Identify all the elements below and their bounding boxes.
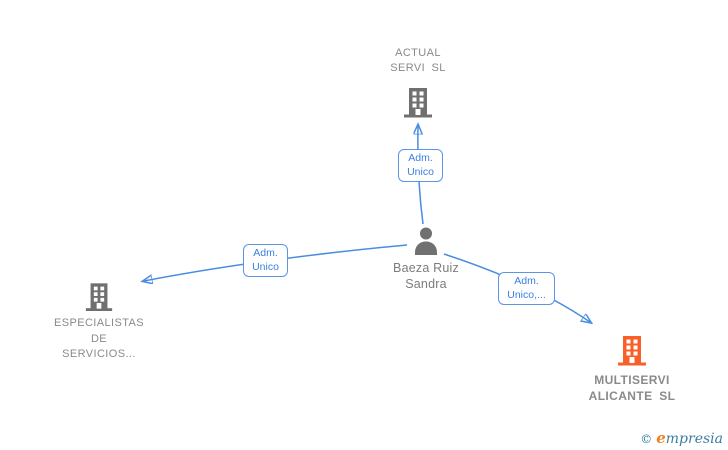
person-icon xyxy=(415,227,437,255)
label-line: Adm. xyxy=(514,275,539,287)
label-line: Adm. xyxy=(408,152,433,164)
label-line: SERVICIOS... xyxy=(62,348,136,360)
edge-label-adm-unico-multiservi[interactable]: Adm. Unico,... xyxy=(498,272,555,305)
label-line: DE xyxy=(90,332,108,345)
brand-initial: e xyxy=(656,429,666,447)
label-line: Unico xyxy=(407,165,434,178)
building-icon xyxy=(85,283,113,311)
node-especialistas-de-servicios[interactable]: ESPECIALISTAS DE SERVICIOS... xyxy=(29,280,169,363)
copyright-icon: © xyxy=(640,432,653,446)
brand-text: mpresia xyxy=(665,431,723,447)
label-line: Baeza Ruiz xyxy=(393,261,459,275)
label-line: Adm. xyxy=(253,247,278,259)
building-icon xyxy=(618,336,646,366)
company-name-multiservi: MULTISERVI ALICANTE SL xyxy=(589,372,676,404)
empresia-logo: © e mpresia xyxy=(640,429,723,447)
label-line: Sandra xyxy=(405,277,447,291)
label-line: ALICANTE SL xyxy=(588,389,676,403)
label-line: Unico,... xyxy=(507,288,546,301)
node-actual-servi[interactable]: ACTUAL SERVI SL xyxy=(348,46,488,118)
person-name: Baeza Ruiz Sandra xyxy=(393,260,459,292)
edge-label-adm-unico-actual-servi[interactable]: Adm. Unico xyxy=(398,149,443,182)
label-line: SERVI SL xyxy=(390,62,446,74)
node-person-baeza-ruiz-sandra[interactable]: Baeza Ruiz Sandra xyxy=(356,226,496,292)
label-line: ESPECIALISTAS xyxy=(54,317,144,329)
node-multiservi-alicante[interactable]: MULTISERVI ALICANTE SL xyxy=(562,333,702,404)
label-line: ACTUAL xyxy=(395,47,441,59)
edge-label-adm-unico-especialistas[interactable]: Adm. Unico xyxy=(243,244,288,277)
company-name-actual-servi: ACTUAL SERVI SL xyxy=(390,46,446,76)
building-icon xyxy=(404,88,432,118)
label-line: Unico xyxy=(252,260,279,273)
label-line: MULTISERVI xyxy=(594,373,670,387)
company-name-especialistas: ESPECIALISTAS DE SERVICIOS... xyxy=(54,316,144,363)
